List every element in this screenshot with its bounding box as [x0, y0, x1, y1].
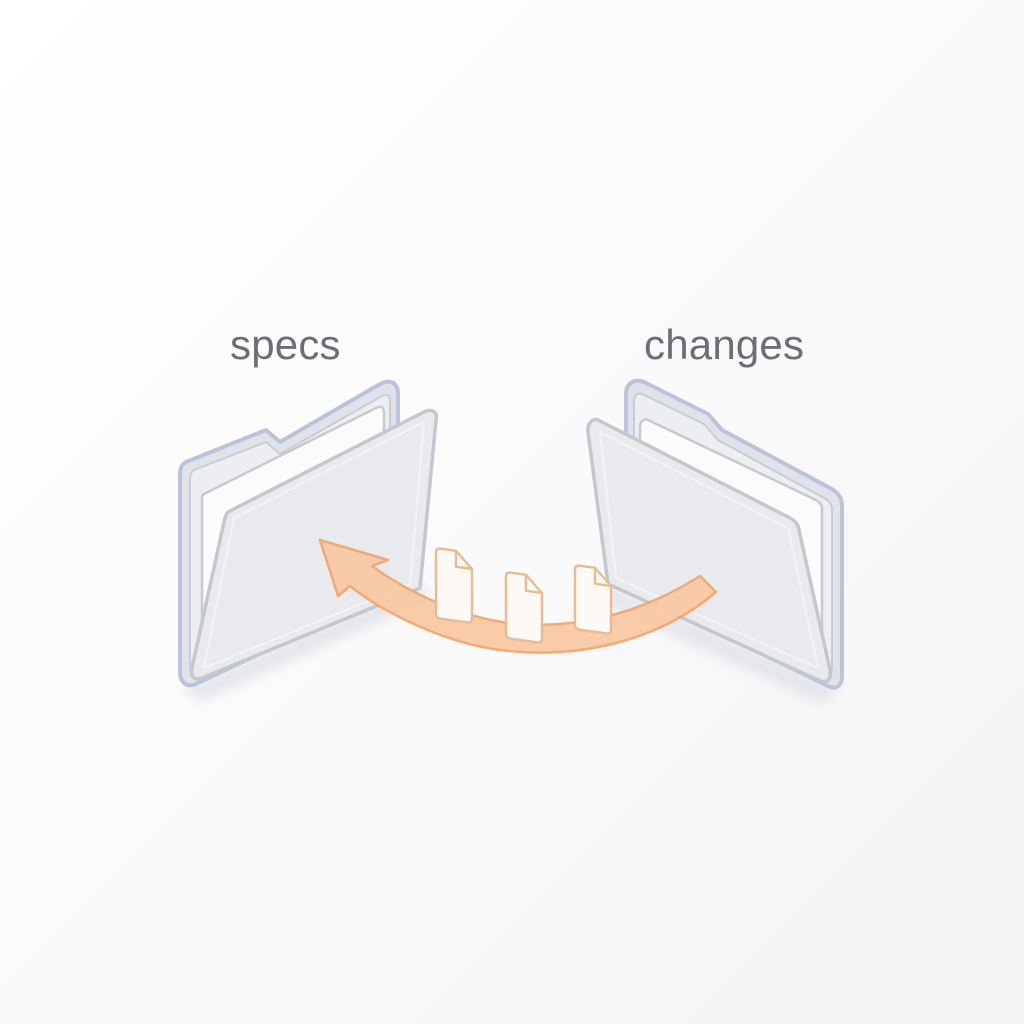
document-2-sheet — [504, 571, 544, 644]
document-1-fold — [454, 550, 472, 571]
specs-folder-front-inner — [202, 420, 426, 670]
changes-folder-label: changes — [644, 321, 805, 368]
specs-folder-front — [189, 408, 439, 681]
document-3-sheet — [573, 564, 613, 635]
specs-folder-icon — [178, 379, 439, 702]
document-icon — [504, 571, 544, 644]
document-icon — [573, 564, 613, 635]
document-1-sheet — [434, 547, 474, 624]
specs-folder-label: specs — [230, 321, 341, 368]
document-2-fold — [524, 574, 542, 595]
document-icon — [434, 547, 474, 624]
changes-folder-icon — [586, 378, 844, 704]
document-3-fold — [593, 567, 611, 588]
changes-folder-front — [586, 417, 833, 684]
changes-folder-front-inner — [598, 430, 820, 670]
